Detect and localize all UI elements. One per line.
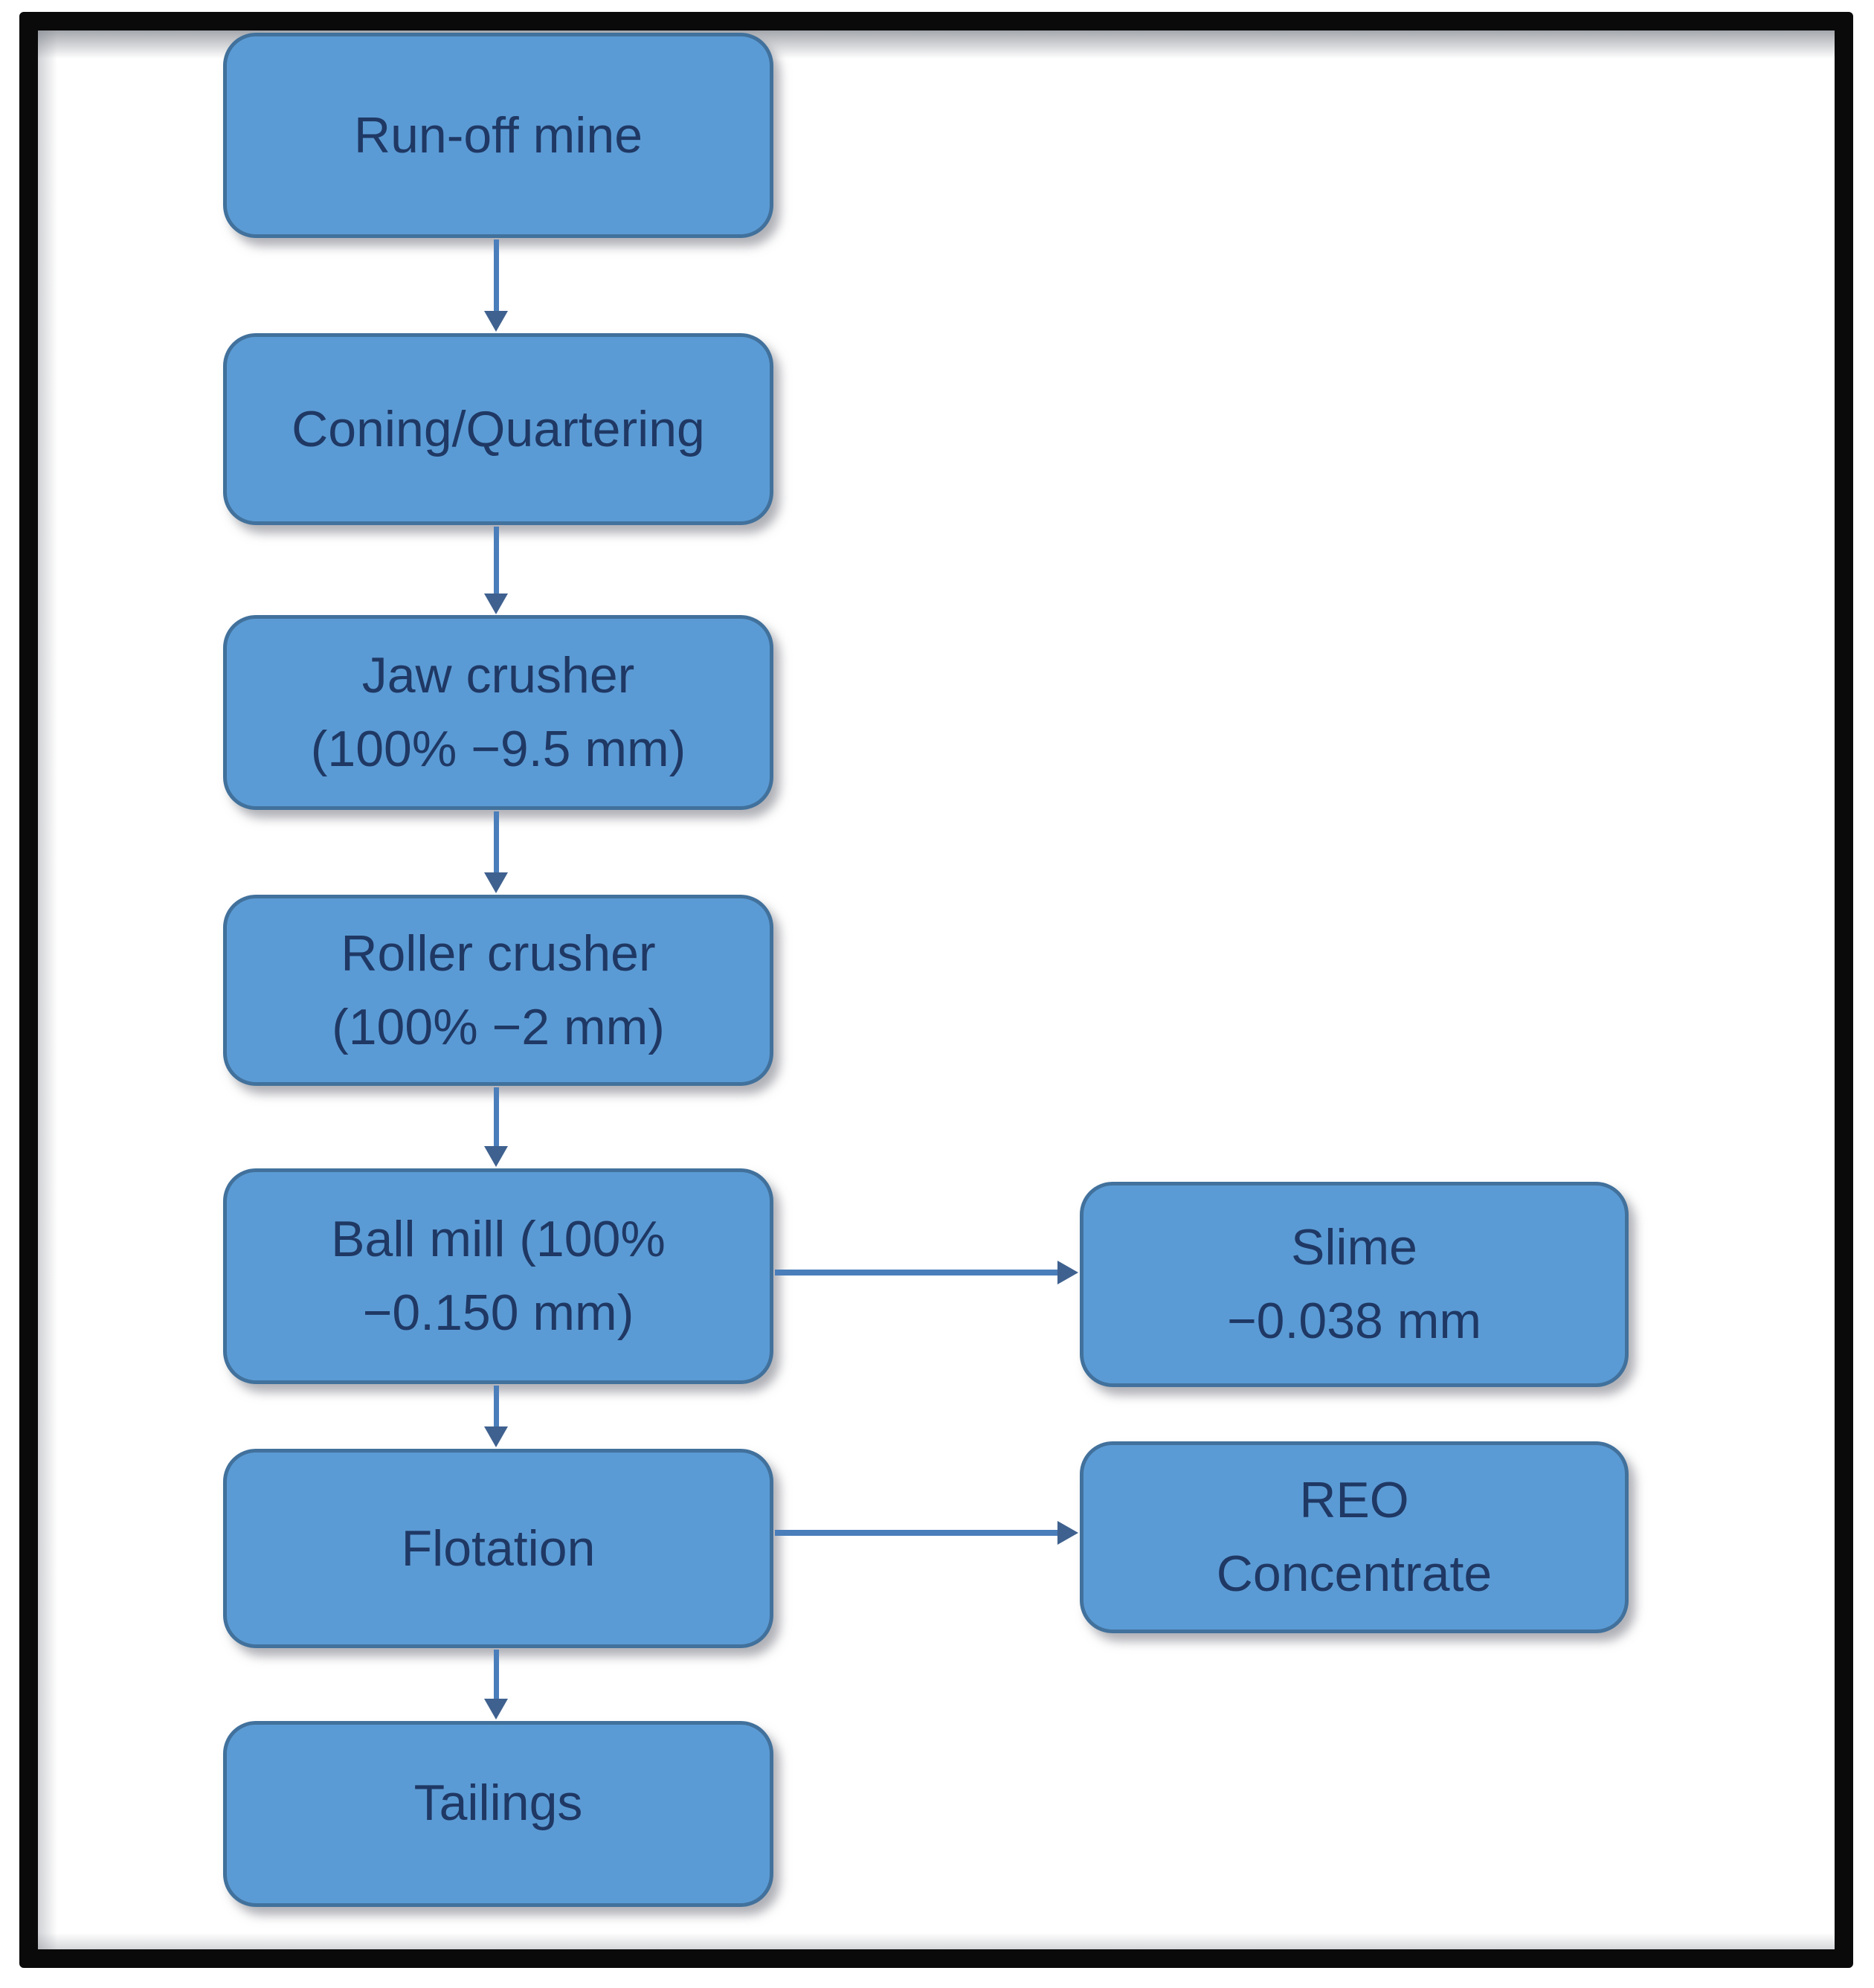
arrowhead-down-icon	[484, 872, 508, 893]
node-ball-mill: Ball mill (100% −0.150 mm)	[223, 1168, 773, 1384]
node-label: Flotation	[401, 1519, 596, 1577]
arrowhead-down-icon	[484, 1426, 508, 1447]
arrow-roller-crusher-to-ball-mill	[494, 1087, 499, 1146]
node-label: Ball mill (100% −0.150 mm)	[331, 1211, 666, 1341]
node-label: Coning/Quartering	[292, 400, 705, 457]
node-reo-concentrate: REO Concentrate	[1080, 1441, 1629, 1633]
node-label: Run-off mine	[353, 106, 643, 164]
arrow-flotation-to-tailings	[494, 1650, 499, 1699]
arrow-flotation-to-reo-concentrate	[775, 1530, 1057, 1536]
node-coning-quartering: Coning/Quartering	[223, 333, 773, 525]
arrowhead-down-icon	[484, 1146, 508, 1167]
node-run-off-mine: Run-off mine	[223, 33, 773, 238]
arrowhead-down-icon	[484, 1699, 508, 1720]
arrow-run-off-mine-to-coning	[494, 239, 499, 311]
arrow-coning-to-jaw-crusher	[494, 527, 499, 593]
frame-inner-shadow	[38, 30, 57, 1949]
arrowhead-down-icon	[484, 593, 508, 614]
frame-inner-shadow	[38, 1933, 1835, 1949]
node-label: Slime −0.038 mm	[1226, 1219, 1482, 1349]
node-label: Roller crusher (100% −2 mm)	[332, 924, 665, 1055]
node-label: Tailings	[413, 1774, 583, 1831]
arrow-jaw-crusher-to-roller-crusher	[494, 811, 499, 872]
arrowhead-right-icon	[1057, 1521, 1078, 1545]
arrowhead-down-icon	[484, 311, 508, 332]
arrow-ball-mill-to-flotation	[494, 1386, 499, 1426]
node-tailings: Tailings	[223, 1721, 773, 1907]
arrowhead-right-icon	[1057, 1261, 1078, 1284]
arrow-ball-mill-to-slime	[775, 1270, 1057, 1276]
node-label: Jaw crusher (100% −9.5 mm)	[310, 647, 686, 777]
node-flotation: Flotation	[223, 1449, 773, 1648]
node-jaw-crusher: Jaw crusher (100% −9.5 mm)	[223, 615, 773, 810]
node-roller-crusher: Roller crusher (100% −2 mm)	[223, 895, 773, 1086]
node-label: REO Concentrate	[1216, 1472, 1493, 1602]
node-slime: Slime −0.038 mm	[1080, 1182, 1629, 1387]
